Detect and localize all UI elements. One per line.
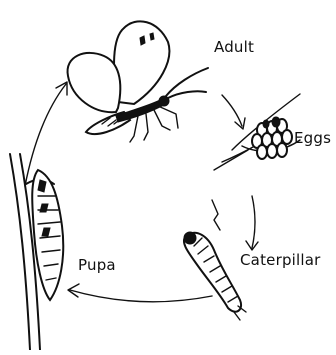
eggs-on-leaf-illustration <box>214 94 300 170</box>
arrow-caterpillar-to-pupa <box>70 290 212 302</box>
pupa-shading <box>42 228 50 236</box>
egg-cluster <box>252 117 292 159</box>
label-eggs: Eggs <box>294 131 331 146</box>
antenna <box>168 91 206 98</box>
leaf-stem <box>214 150 248 170</box>
pupa-illustration <box>10 154 63 350</box>
caterpillar-head <box>184 232 196 244</box>
arrow-adult-to-eggs <box>222 95 242 126</box>
wing-spot <box>140 36 145 45</box>
label-caterpillar: Caterpillar <box>240 253 321 268</box>
wing-spot <box>150 33 154 40</box>
leg <box>154 110 170 130</box>
arrow-eggs-to-caterpillar <box>252 196 255 248</box>
adult-butterfly-illustration <box>68 21 208 142</box>
label-pupa: Pupa <box>78 258 116 273</box>
pupa-shading <box>40 204 48 212</box>
stick <box>212 200 220 230</box>
pupa-shading <box>38 180 46 192</box>
caterpillar-illustration <box>184 200 246 320</box>
lower-wing <box>68 53 121 112</box>
arrow-pupa-to-adult <box>25 84 66 186</box>
label-adult: Adult <box>214 40 254 55</box>
leg <box>130 116 138 142</box>
leg <box>144 114 148 140</box>
upper-wing <box>114 21 169 104</box>
